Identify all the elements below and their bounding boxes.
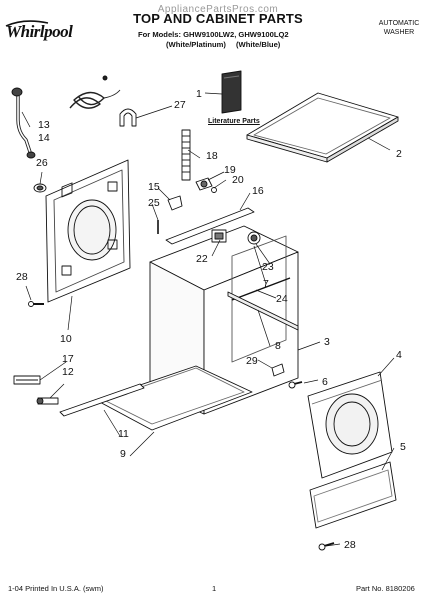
callout-2: 2 [396,148,402,160]
product-type-line1: AUTOMATIC [378,20,420,27]
leader-lines [21,92,395,547]
part-screw-left [28,301,44,307]
callout-5: 5 [400,441,406,453]
callout-24: 24 [276,293,288,305]
part-wire-harness [69,75,137,127]
part-screw-toe [318,542,335,551]
variant-white-blue: (White/Blue) [236,40,281,49]
variant-white-platinum: (White/Platinum) [166,40,226,49]
brand-logo-text: Whirlpool [6,22,73,41]
callout-16: 16 [252,185,264,197]
callout-numbers: 1 2 3 4 5 6 7 8 9 10 11 12 13 14 15 16 1… [16,88,406,551]
color-variants: (White/Platinum) (White/Blue) [166,40,280,49]
part-front-panel [307,371,393,479]
product-type: AUTOMATIC WASHER [372,19,426,37]
part-rear-panel [45,159,131,303]
product-type-line2: WASHER [383,29,415,36]
footer-part-number: Part No. 8180206 [356,584,415,593]
part-top-panel [246,92,399,163]
part-lid-switch [211,229,227,243]
part-drain-hose [181,129,191,181]
part-screw-6 [288,381,303,389]
part-literature-booklet [221,70,242,114]
part-water-inlet-hoses [11,87,36,159]
callout-25: 25 [148,197,160,209]
part-clip-29 [271,363,285,377]
callout-17: 17 [62,353,74,365]
callout-19: 19 [224,164,236,176]
callout-28-left: 28 [16,271,28,283]
part-bracket [157,195,183,234]
brand-logo [4,20,88,44]
page-title: TOP AND CABINET PARTS [133,11,303,26]
part-toe-panel [309,461,397,529]
callout-14: 14 [38,132,50,144]
callout-13: 13 [38,119,50,131]
callout-8: 8 [275,340,281,352]
callout-18: 18 [206,150,218,162]
callout-12: 12 [62,366,74,378]
part-leveling-leg [13,375,59,405]
callout-29: 29 [246,355,258,367]
callout-15: 15 [148,181,160,193]
part-cabinet-brace [227,291,299,331]
callout-28-right: 28 [344,539,356,551]
callout-11: 11 [118,428,129,440]
callout-23: 23 [262,261,274,273]
logo-swoosh-icon [5,20,49,27]
part-top-brace [165,207,255,245]
literature-parts-label: Literature Parts [208,118,260,125]
callout-4: 4 [396,349,402,361]
models-line: For Models: GHW9100LW2, GHW9100LQ2 [138,30,289,39]
part-base-frame [59,365,253,431]
callout-26: 26 [36,157,48,169]
callout-6: 6 [322,376,328,388]
callout-1: 1 [196,88,202,100]
callout-27: 27 [174,99,186,111]
callout-7: 7 [263,278,269,290]
callout-22: 22 [196,253,208,265]
footer-page-number: 1 [212,584,217,593]
part-hose-clip [195,177,217,193]
callout-3: 3 [324,336,330,348]
watermark: AppliancePartsPros.com [157,4,279,15]
callout-10: 10 [60,333,72,345]
callout-9: 9 [120,448,126,460]
part-grommet [33,183,47,193]
footer-print-info: 1-04 Printed In U.S.A. (swm) [8,584,104,593]
callout-20: 20 [232,174,244,186]
part-switch-bracket [247,231,261,245]
